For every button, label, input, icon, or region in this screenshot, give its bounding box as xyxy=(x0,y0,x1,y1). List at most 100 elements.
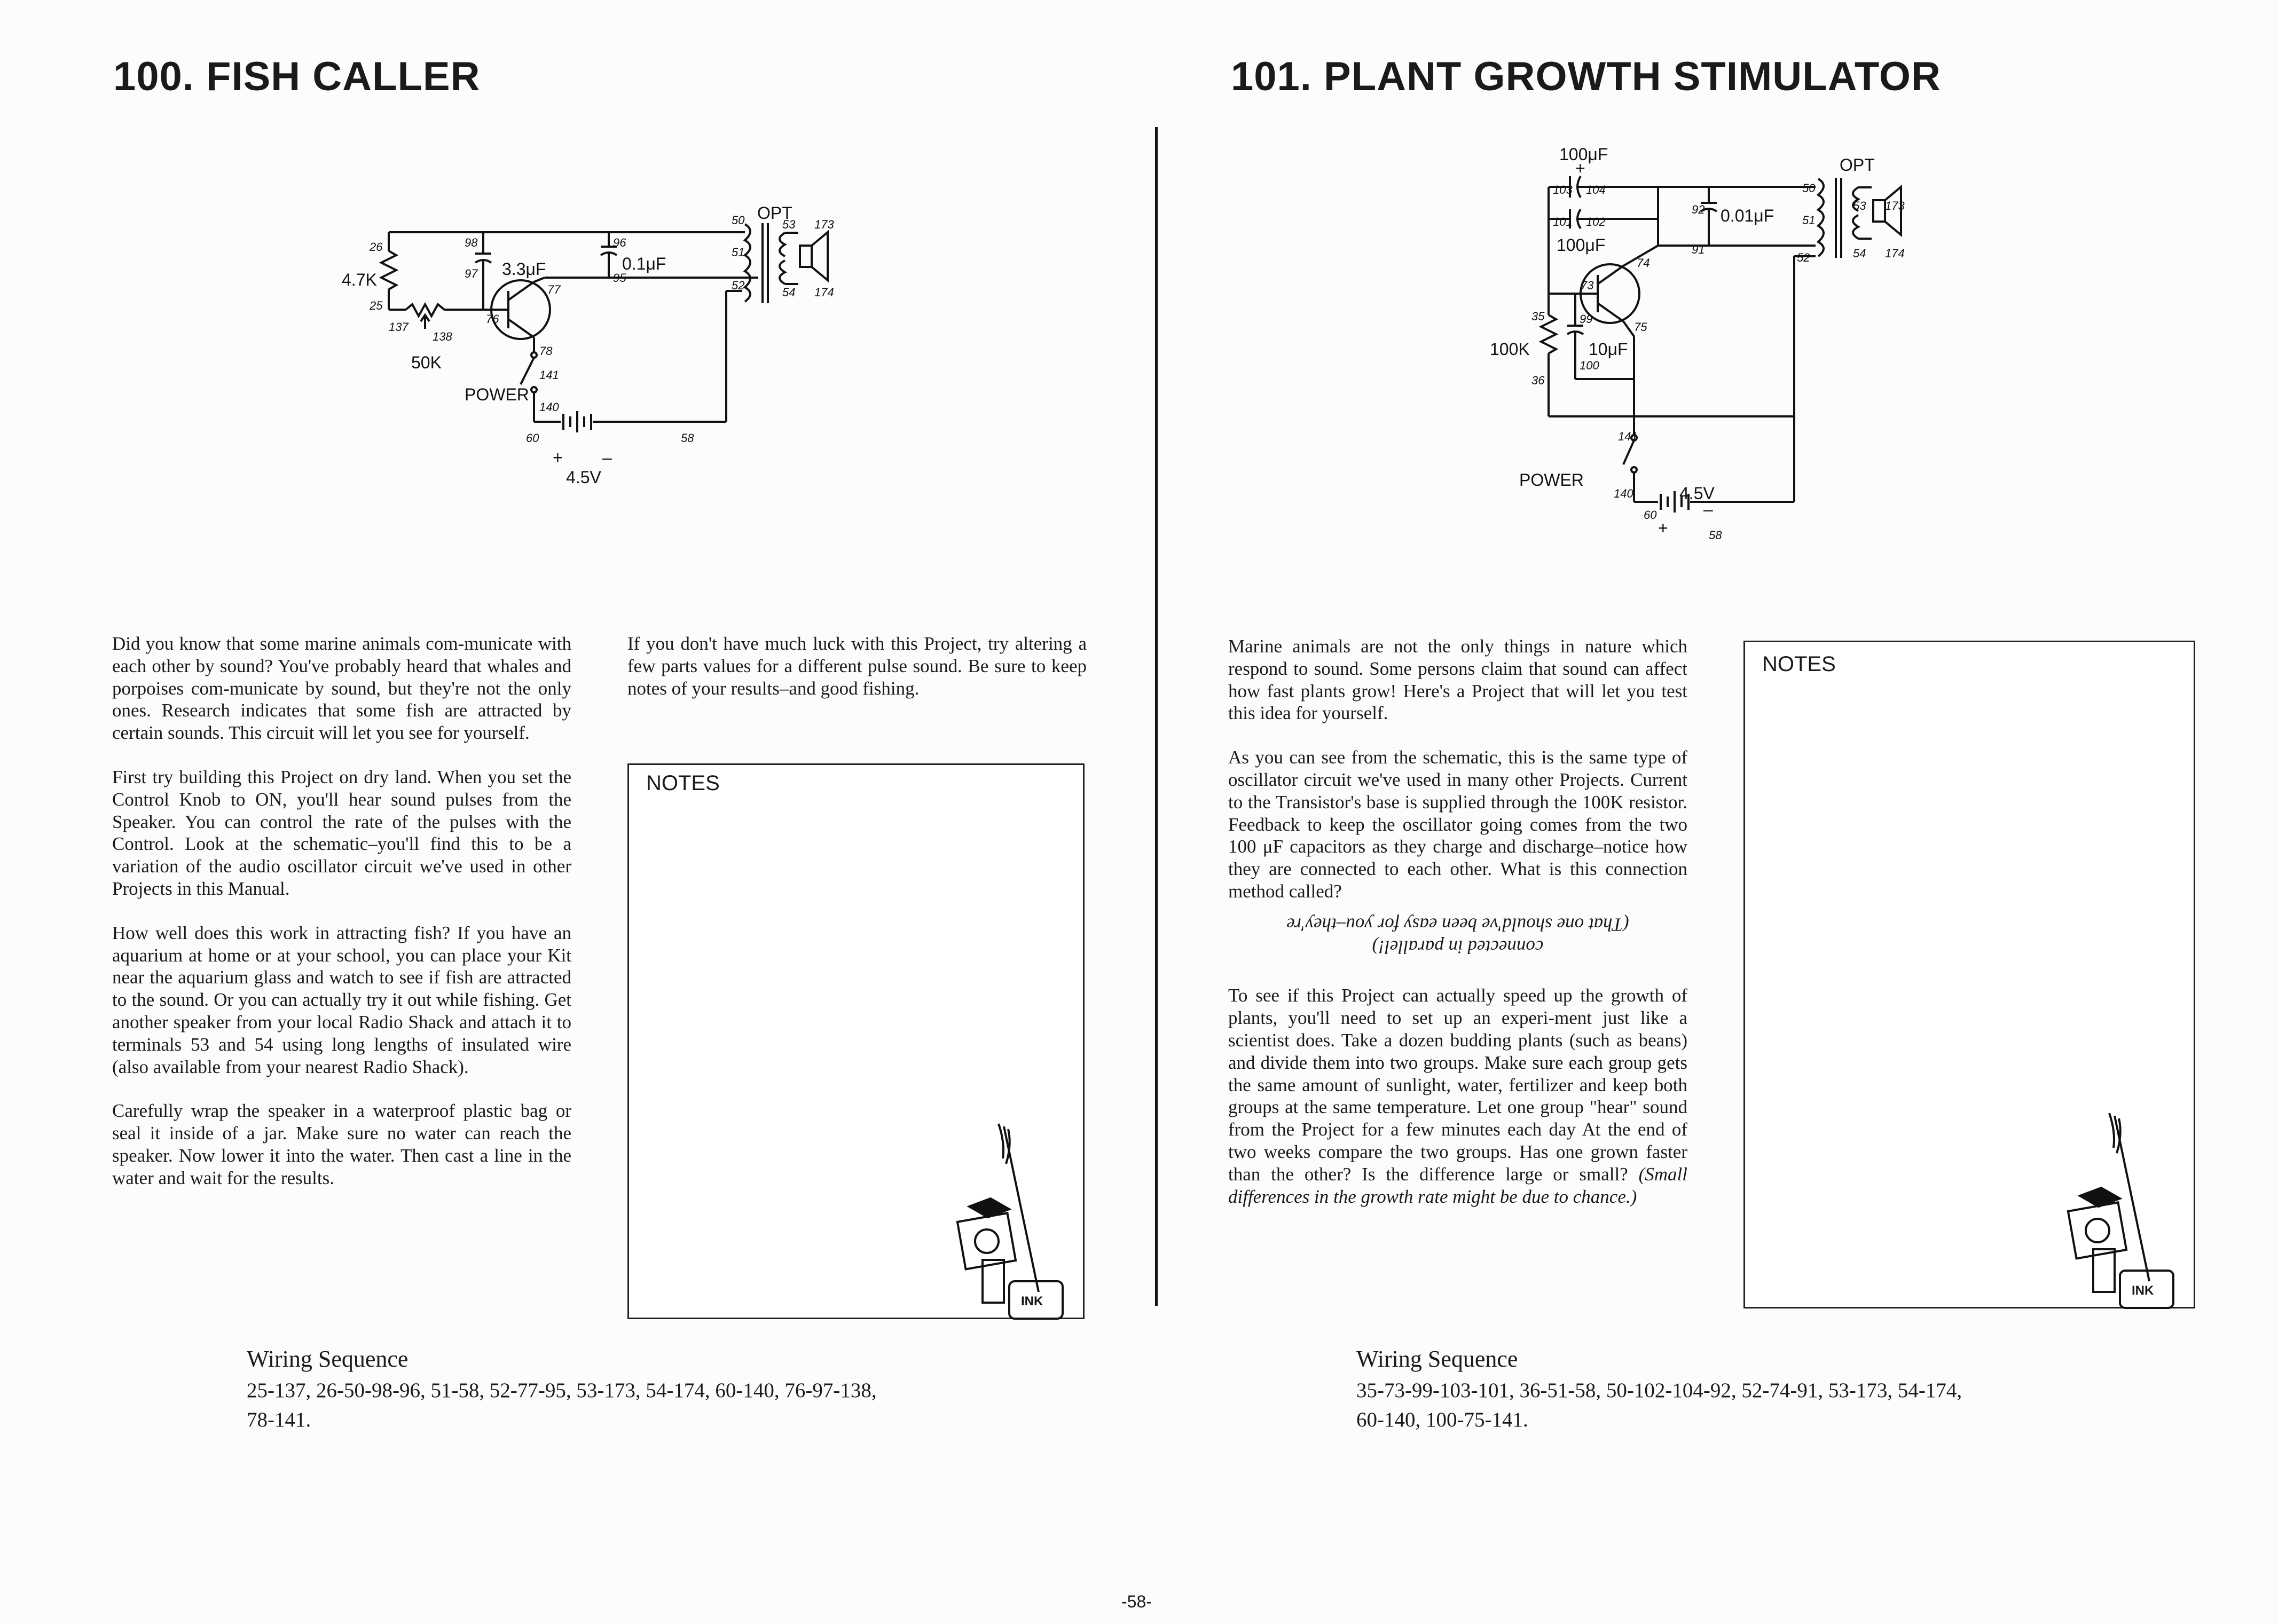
ink-mascot-illustration-right: INK xyxy=(2067,1113,2174,1309)
terminal-97: 97 xyxy=(465,267,478,280)
battery-plus-right: + xyxy=(1658,518,1668,538)
opt-label-right: OPT xyxy=(1840,155,1875,175)
capacitor-3-3uf-label: 3.3μF xyxy=(502,259,546,279)
right-upside-down-answer: connected in parallel!) (That one should… xyxy=(1228,913,1687,958)
terminal-36: 36 xyxy=(1531,374,1545,387)
fish-caller-schematic: 4.7K 50K 3.3μF 0.1μF OPT POWER 4.5V + – … xyxy=(342,203,834,487)
left-wiring-title: Wiring Sequence xyxy=(247,1346,409,1372)
terminal-53: 53 xyxy=(782,218,796,231)
left-paragraph-1: Did you know that some marine animals co… xyxy=(112,633,571,744)
ink-mascot-illustration-left: INK xyxy=(956,1123,1064,1320)
right-paragraph-3: To see if this Project can actually spee… xyxy=(1228,984,1687,1208)
terminal-74: 74 xyxy=(1637,256,1649,270)
terminal-104: 104 xyxy=(1586,183,1606,196)
capacitor-100uf-second-label: 100μF xyxy=(1557,235,1605,255)
terminal-99: 99 xyxy=(1580,312,1592,326)
terminal-54: 54 xyxy=(782,286,795,299)
capacitor-0-1uf-label: 0.1μF xyxy=(622,254,666,273)
terminal-95: 95 xyxy=(613,271,626,285)
terminal-141: 141 xyxy=(539,368,559,382)
right-paragraph-2: As you can see from the schematic, this … xyxy=(1228,747,1687,902)
left-notes-box[interactable] xyxy=(627,763,1085,1319)
terminal-102: 102 xyxy=(1586,215,1606,228)
power-label-right: POWER xyxy=(1519,470,1584,490)
right-notes-label: NOTES xyxy=(1762,652,1836,676)
right-wiring-title: Wiring Sequence xyxy=(1356,1346,1518,1372)
terminal-73: 73 xyxy=(1581,279,1594,292)
left-paragraph-2: First try building this Project on dry l… xyxy=(112,766,571,899)
terminal-60: 60 xyxy=(526,431,539,445)
right-page-title: 101. PLANT GROWTH STIMULATOR xyxy=(1231,54,1941,99)
terminal-98: 98 xyxy=(465,236,478,249)
terminal-91: 91 xyxy=(1692,243,1704,256)
resistor-100k-label: 100K xyxy=(1490,340,1530,359)
left-paragraph-3: How well does this work in attracting fi… xyxy=(112,922,571,1077)
terminal-140: 140 xyxy=(539,400,559,414)
terminal-140-right: 140 xyxy=(1614,487,1633,500)
page-divider xyxy=(1155,127,1158,1306)
terminal-76: 76 xyxy=(486,312,499,326)
terminal-141-right: 141 xyxy=(1618,430,1638,443)
right-wiring-line-2: 60-140, 100-75-141. xyxy=(1356,1408,1528,1431)
battery-minus: – xyxy=(602,448,612,467)
right-body-column: Marine animals are not the only things i… xyxy=(1228,635,1687,1208)
right-paragraph-1: Marine animals are not the only things i… xyxy=(1228,636,1687,724)
terminal-53-right: 53 xyxy=(1853,199,1866,212)
battery-plus: + xyxy=(553,448,563,467)
terminal-101: 101 xyxy=(1553,215,1573,228)
terminal-96: 96 xyxy=(613,236,626,249)
battery-label: 4.5V xyxy=(566,468,601,487)
left-notes-label: NOTES xyxy=(646,771,720,795)
plant-growth-schematic: 100μF + 100μF 0.01μF OPT 10μF 100K POWER… xyxy=(1490,145,1905,542)
battery-minus-right: – xyxy=(1703,500,1713,519)
right-paragraph-3-italic: (Small differences in the growth rate mi… xyxy=(1228,1163,1688,1207)
terminal-51: 51 xyxy=(732,246,744,259)
right-wiring-line-1: 35-73-99-103-101, 36-51-58, 50-102-104-9… xyxy=(1356,1379,1962,1402)
terminal-173: 173 xyxy=(814,218,834,231)
power-label: POWER xyxy=(465,385,529,404)
terminal-58-right: 58 xyxy=(1709,529,1722,542)
right-paragraph-3-text: To see if this Project can actually spee… xyxy=(1228,985,1687,1185)
capacitor-10uf-label: 10μF xyxy=(1589,340,1628,359)
left-body-column-1: Did you know that some marine animals co… xyxy=(112,633,571,1211)
answer-line-2: connected in parallel!) xyxy=(1372,936,1544,958)
resistor-4-7k-label: 4.7K xyxy=(342,270,377,289)
terminal-138: 138 xyxy=(433,330,452,343)
terminal-50: 50 xyxy=(732,214,745,227)
left-col2-paragraph: If you don't have much luck with this Pr… xyxy=(627,633,1087,699)
terminal-58: 58 xyxy=(681,431,694,445)
left-paragraph-4: Carefully wrap the speaker in a waterpro… xyxy=(112,1100,571,1188)
terminal-103: 103 xyxy=(1553,183,1573,196)
terminal-78: 78 xyxy=(539,344,553,358)
right-notes-box[interactable] xyxy=(1743,641,2195,1308)
capacitor-plus-top: + xyxy=(1575,159,1585,178)
potentiometer-50k-label: 50K xyxy=(411,353,442,372)
terminal-174-right: 174 xyxy=(1885,247,1905,260)
left-wiring-section: Wiring Sequence 25-137, 26-50-98-96, 51-… xyxy=(247,1345,994,1434)
terminal-54-right: 54 xyxy=(1853,247,1866,260)
page-number: -58- xyxy=(1121,1592,1152,1611)
terminal-51-right: 51 xyxy=(1802,214,1815,227)
capacitor-100uf-top-label: 100μF xyxy=(1559,145,1608,164)
terminal-174: 174 xyxy=(814,286,834,299)
terminal-50-right: 50 xyxy=(1802,182,1816,195)
terminal-173-right: 173 xyxy=(1885,199,1905,212)
terminal-25: 25 xyxy=(369,299,383,312)
right-wiring-section: Wiring Sequence 35-73-99-103-101, 36-51-… xyxy=(1356,1345,2157,1434)
ink-label-left: INK xyxy=(1021,1294,1043,1308)
terminal-52: 52 xyxy=(732,279,744,292)
terminal-35: 35 xyxy=(1531,310,1545,323)
terminal-60-right: 60 xyxy=(1644,508,1657,522)
terminal-26: 26 xyxy=(369,240,383,254)
left-wiring-line-2: 78-141. xyxy=(247,1408,311,1431)
left-wiring-line-1: 25-137, 26-50-98-96, 51-58, 52-77-95, 53… xyxy=(247,1379,877,1402)
answer-line-1: (That one should've been easy for you–th… xyxy=(1286,914,1629,935)
left-body-column-2: If you don't have much luck with this Pr… xyxy=(627,633,1087,721)
battery-label-right: 4.5V xyxy=(1679,484,1715,503)
ink-label-right: INK xyxy=(2132,1283,2154,1298)
terminal-92: 92 xyxy=(1692,203,1704,216)
terminal-75: 75 xyxy=(1634,320,1647,334)
terminal-77: 77 xyxy=(547,283,561,296)
left-page-title: 100. FISH CALLER xyxy=(113,54,481,99)
terminal-100: 100 xyxy=(1580,359,1599,372)
